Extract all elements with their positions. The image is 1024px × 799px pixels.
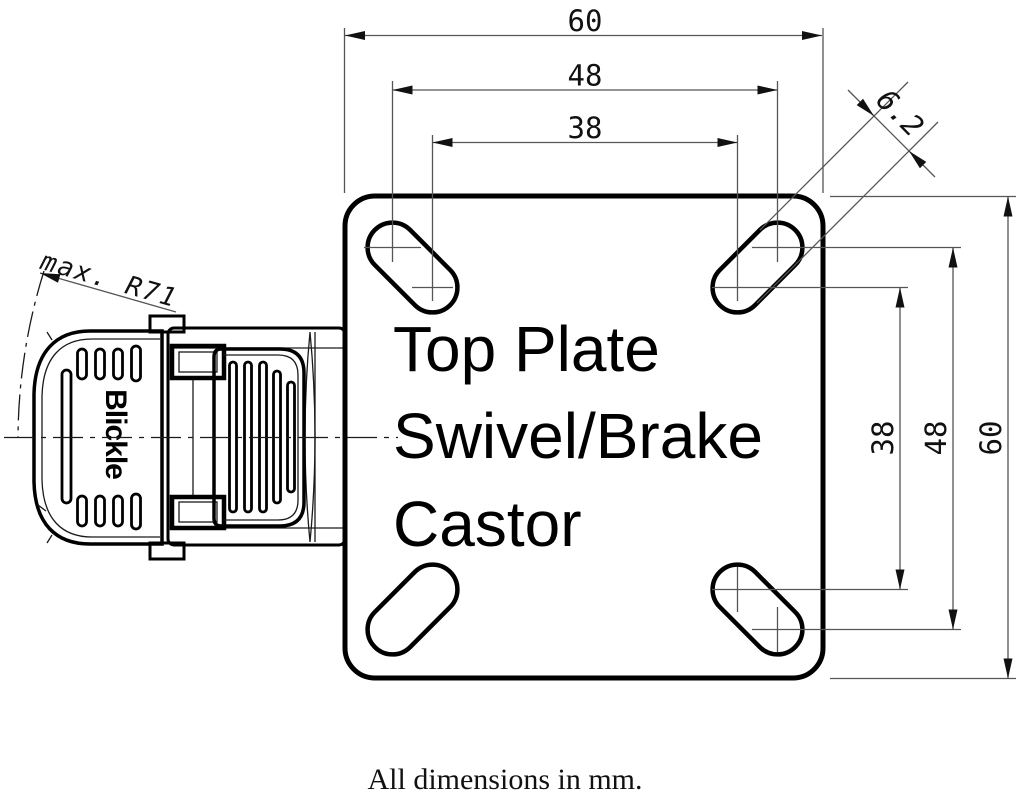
- hinge-tab-bottom: [148, 541, 186, 561]
- dimension-top-48: 48: [392, 59, 778, 95]
- paddle-slot: [130, 344, 142, 383]
- dim-label-top-60: 60: [568, 4, 603, 38]
- dim-label-right-38: 38: [866, 421, 900, 456]
- paddle-slot: [76, 494, 88, 528]
- title-line-1: Top Plate: [393, 313, 660, 385]
- dimension-top-60: 60: [345, 4, 822, 40]
- dim-label-right-60: 60: [974, 421, 1008, 456]
- slot-bottom-left: [365, 562, 460, 657]
- brake-pedal-assembly: Blickle: [32, 314, 347, 561]
- rim-seam-corner: [37, 504, 47, 512]
- dimension-right-48: 48: [919, 247, 958, 630]
- hinge-tab-top: [148, 314, 186, 334]
- dim-label-slot-width: 6.2: [870, 82, 931, 143]
- paddle-slot: [130, 492, 142, 531]
- title-line-2: Swivel/Brake: [393, 400, 763, 472]
- dim-label-top-48: 48: [568, 59, 603, 93]
- dimension-right-38: 38: [866, 287, 905, 590]
- slot-top-right: [710, 220, 805, 315]
- leader-max-radius: max. R71: [36, 246, 181, 314]
- extension-lines: [343, 28, 1016, 680]
- brand-logo-text: Blickle: [99, 389, 132, 479]
- dim-label-right-48: 48: [919, 421, 953, 456]
- top-plate-outline: [342, 193, 826, 681]
- swivel-radius-arc: [17, 270, 45, 438]
- slot-top-left: [365, 220, 460, 315]
- grip-rib: [228, 360, 238, 514]
- title-line-3: Castor: [393, 488, 582, 560]
- paddle-slot: [94, 494, 106, 528]
- pedal-housing: [166, 326, 347, 547]
- hinge-block-top: [169, 343, 227, 381]
- slot-width-ext-line-2: [756, 121, 939, 304]
- paddle-slot: [94, 347, 106, 381]
- hinge-block-top-inner: [178, 351, 218, 373]
- pedal-paddle-outline: [32, 329, 164, 546]
- leader-label: max. R71: [36, 246, 181, 314]
- paddle-slot: [76, 347, 88, 381]
- dimension-right-60: 60: [974, 196, 1013, 679]
- paddle-slot: [112, 494, 124, 528]
- grip-pad-outline: [212, 347, 306, 528]
- footer-note: All dimensions in mm.: [367, 763, 642, 796]
- hinge-block-bottom-inner: [178, 501, 218, 523]
- dimension-top-38: 38: [432, 111, 738, 147]
- dim-label-top-38: 38: [568, 111, 603, 145]
- slot-width-ext-line-1: [759, 81, 909, 231]
- hinge-block-bottom: [169, 494, 227, 531]
- rim-seam-bottom: [46, 534, 53, 544]
- rim-seam-top: [46, 331, 53, 341]
- plate-title: Top Plate Swivel/Brake Castor: [393, 313, 763, 560]
- slot-bottom-right: [710, 562, 805, 657]
- paddle-long-slot: [60, 368, 73, 505]
- paddle-slot: [112, 347, 124, 381]
- leader-arrowhead: [40, 273, 61, 283]
- leader-line: [39, 272, 177, 313]
